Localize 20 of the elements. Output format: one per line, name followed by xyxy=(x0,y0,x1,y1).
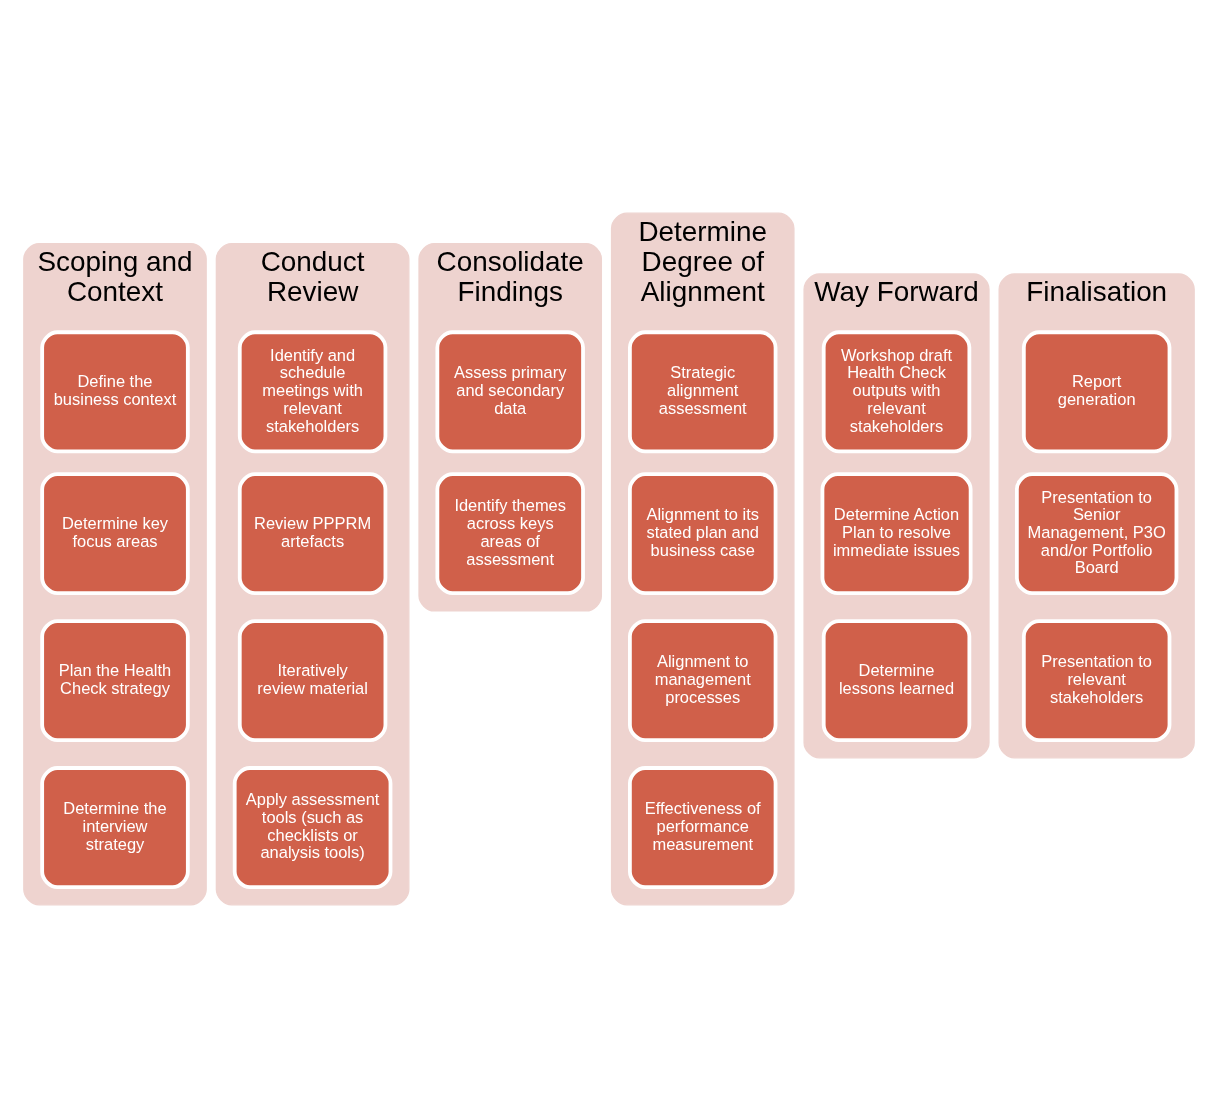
node-box: Determine the interview strategy xyxy=(40,765,190,889)
node-box: Presentation to Senior Management, P3O and/or Portfolio Board xyxy=(1014,471,1179,595)
node-box: Report generation xyxy=(1021,329,1172,453)
node-box: Identify themes across keys areas of assessment xyxy=(435,471,585,595)
node-box: Strategic alignment assessment xyxy=(628,329,778,453)
node-box: Presentation to relevant stakeholders xyxy=(1021,618,1172,742)
node-box: Determine key focus areas xyxy=(40,471,190,595)
node-box: Plan the Health Check strategy xyxy=(40,618,190,742)
node-box: Alignment to its stated plan and business case xyxy=(628,471,778,595)
node-box: Determine lessons learned xyxy=(821,618,972,742)
node-box: Iteratively review material xyxy=(237,618,388,742)
node-box: Identify and schedule meetings with relevant stakeholders xyxy=(237,329,388,453)
node-box: Effectiveness of performance measurement xyxy=(628,765,778,889)
node-box: Workshop draft Health Check outputs with relevant stakeholders xyxy=(821,329,972,453)
node-box: Alignment to management processes xyxy=(628,618,778,742)
node-box: Review PPPRM artefacts xyxy=(237,471,388,595)
node-box: Apply assessment tools (such as checklists or analysis tools) xyxy=(232,765,393,889)
node-box: Define the business context xyxy=(40,329,190,453)
node-box: Determine Action Plan to resolve immediate issues xyxy=(820,471,973,595)
node-box: Assess primary and secondary data xyxy=(435,329,585,453)
